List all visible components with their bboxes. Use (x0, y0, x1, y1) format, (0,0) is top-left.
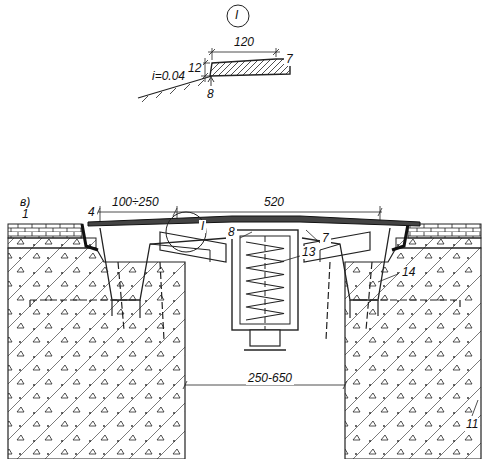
detail-circle (227, 5, 249, 27)
seal-strip (392, 224, 408, 250)
part-number: 7 (284, 53, 295, 66)
dimension: 520 (262, 196, 286, 209)
part-number: 14 (400, 266, 417, 279)
part-number: 8 (226, 226, 237, 239)
slope-label: i=0.04 (150, 70, 187, 83)
lever-arm (160, 232, 226, 262)
asphalt-layer (8, 224, 82, 238)
dimension: 250-650 (246, 372, 294, 385)
wedge-plate (210, 59, 290, 76)
seal-strip (82, 224, 98, 250)
dimension: 100÷250 (110, 196, 161, 209)
detail-callout (166, 212, 206, 252)
part-number: 1 (20, 208, 31, 221)
left-abutment (8, 248, 185, 459)
part-number: 4 (86, 206, 97, 219)
right-abutment (345, 248, 481, 459)
bolt-nut (250, 330, 280, 346)
cover-plate (88, 216, 420, 226)
part-number: 13 (300, 246, 317, 259)
part-number: 7 (320, 232, 331, 245)
detail-number: I (233, 9, 240, 22)
part-number: 11 (464, 418, 480, 431)
detail-number: I (199, 220, 206, 233)
dimension: 8 (205, 88, 216, 101)
dimension: 12 (186, 62, 203, 75)
dimension: 120 (232, 36, 256, 49)
